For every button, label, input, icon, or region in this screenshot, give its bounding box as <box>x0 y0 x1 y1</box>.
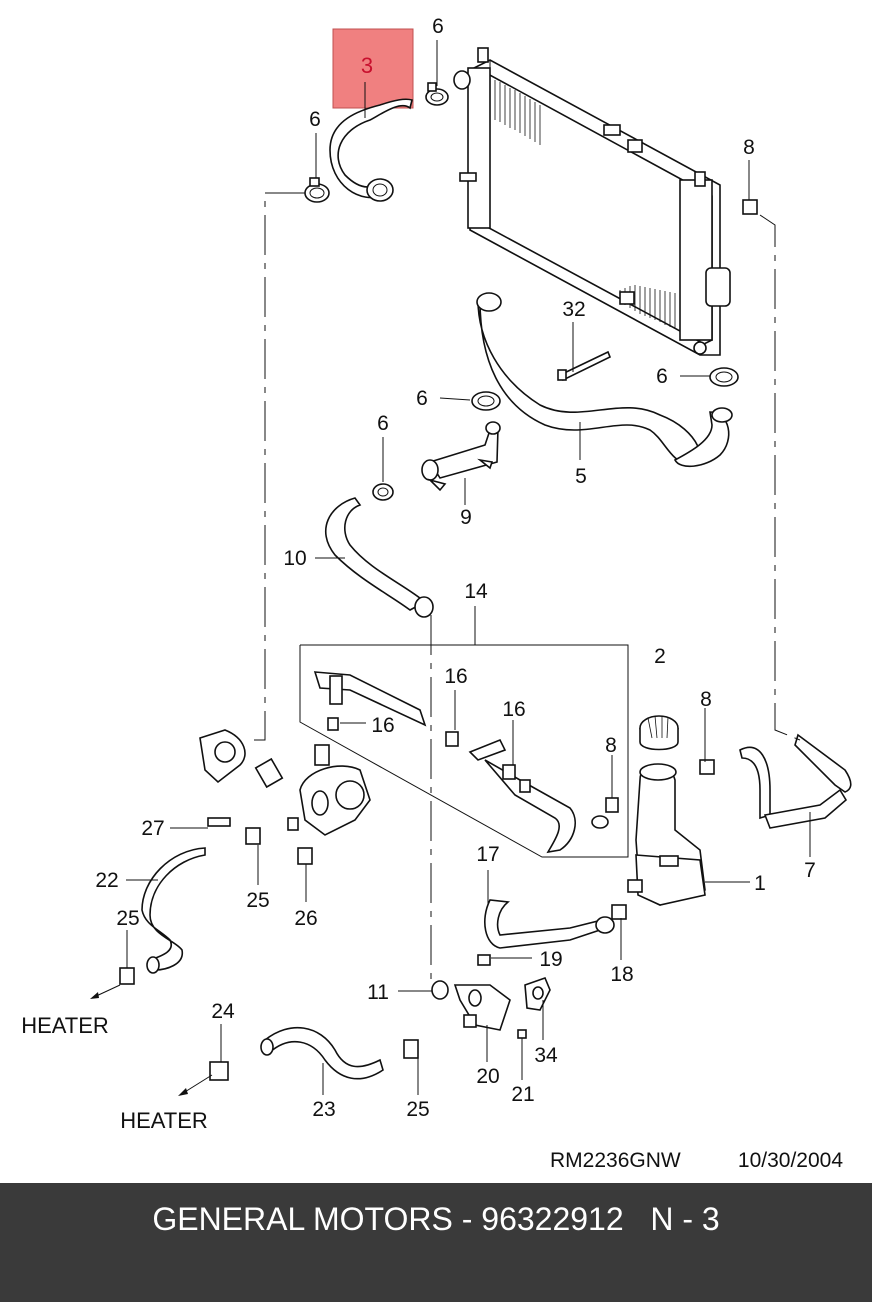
callout-16-a: 16 <box>444 665 467 688</box>
leader-lines <box>90 40 811 1096</box>
callout-17: 17 <box>476 843 499 866</box>
callout-23: 23 <box>312 1098 335 1121</box>
hose-clamp-mid-left <box>372 483 394 501</box>
footer-bar: GENERAL MOTORS - 96322912 N - 3 <box>0 1183 872 1302</box>
reference-code: RM2236GNW <box>550 1149 681 1172</box>
callout-21: 21 <box>511 1083 534 1106</box>
footer-part-title: GENERAL MOTORS - 96322912 N - 3 <box>152 1201 720 1237</box>
callout-6-lower: 6 <box>377 412 389 435</box>
callout-6-left: 6 <box>309 108 321 131</box>
callout-25-a: 25 <box>246 889 269 912</box>
callout-34: 34 <box>534 1044 558 1067</box>
callout-16-b: 16 <box>502 698 525 721</box>
callout-9: 9 <box>460 506 472 529</box>
water-outlet-assembly <box>431 954 551 1039</box>
heater-label-lower: HEATER <box>120 1108 208 1133</box>
callout-14: 14 <box>464 580 488 603</box>
cable-tie <box>557 350 612 382</box>
callout-6-right: 6 <box>656 365 668 388</box>
callout-20: 20 <box>476 1065 499 1088</box>
heater-hose-lower <box>209 1026 419 1081</box>
heater-hose-upper <box>119 827 261 985</box>
callout-25-b: 25 <box>116 907 139 930</box>
highlight-box-part-3 <box>332 28 414 109</box>
coolant-reservoir <box>627 763 706 906</box>
callout-5: 5 <box>575 465 587 488</box>
callout-8-box: 8 <box>605 734 617 757</box>
callout-6-mid: 6 <box>416 387 428 410</box>
callout-18: 18 <box>610 963 633 986</box>
callout-22: 22 <box>95 869 118 892</box>
callout-1: 1 <box>754 872 766 895</box>
callout-11: 11 <box>367 981 389 1004</box>
callout-19: 19 <box>539 948 562 971</box>
hose-10 <box>324 497 434 618</box>
thermostat-housing <box>199 729 371 865</box>
callout-3: 3 <box>361 53 373 78</box>
callout-2: 2 <box>654 645 666 668</box>
callout-24: 24 <box>211 1000 235 1023</box>
upper-radiator-hose <box>329 98 413 202</box>
callout-25-c: 25 <box>406 1098 429 1121</box>
overflow-hose <box>699 199 852 829</box>
callout-26: 26 <box>294 907 317 930</box>
callout-8-top: 8 <box>743 136 755 159</box>
radiator <box>453 47 731 356</box>
lower-radiator-hose <box>476 292 733 468</box>
reservoir-cap <box>639 715 679 751</box>
hose-clamp-top-right <box>425 82 449 106</box>
reference-date: 10/30/2004 <box>738 1149 843 1172</box>
hose-clamp-lower-right <box>709 367 739 387</box>
callout-27: 27 <box>141 817 164 840</box>
coolant-pipe <box>421 421 501 492</box>
hose-clamp-top-left <box>304 177 330 203</box>
callout-8-mid: 8 <box>700 688 712 711</box>
parts-diagram: 3 6 6 8 32 6 6 6 5 9 10 14 2 16 8 16 16 … <box>21 15 852 1172</box>
callout-32: 32 <box>562 298 585 321</box>
callout-10: 10 <box>283 547 306 570</box>
heater-label-upper: HEATER <box>21 1013 109 1038</box>
part-14-kit-box <box>299 644 629 858</box>
hose-clamp-mid-upper <box>471 391 501 411</box>
callout-6-top: 6 <box>432 15 444 38</box>
callout-7: 7 <box>804 859 816 882</box>
callout-16-c: 16 <box>371 714 394 737</box>
reservoir-return-hose <box>484 899 627 949</box>
